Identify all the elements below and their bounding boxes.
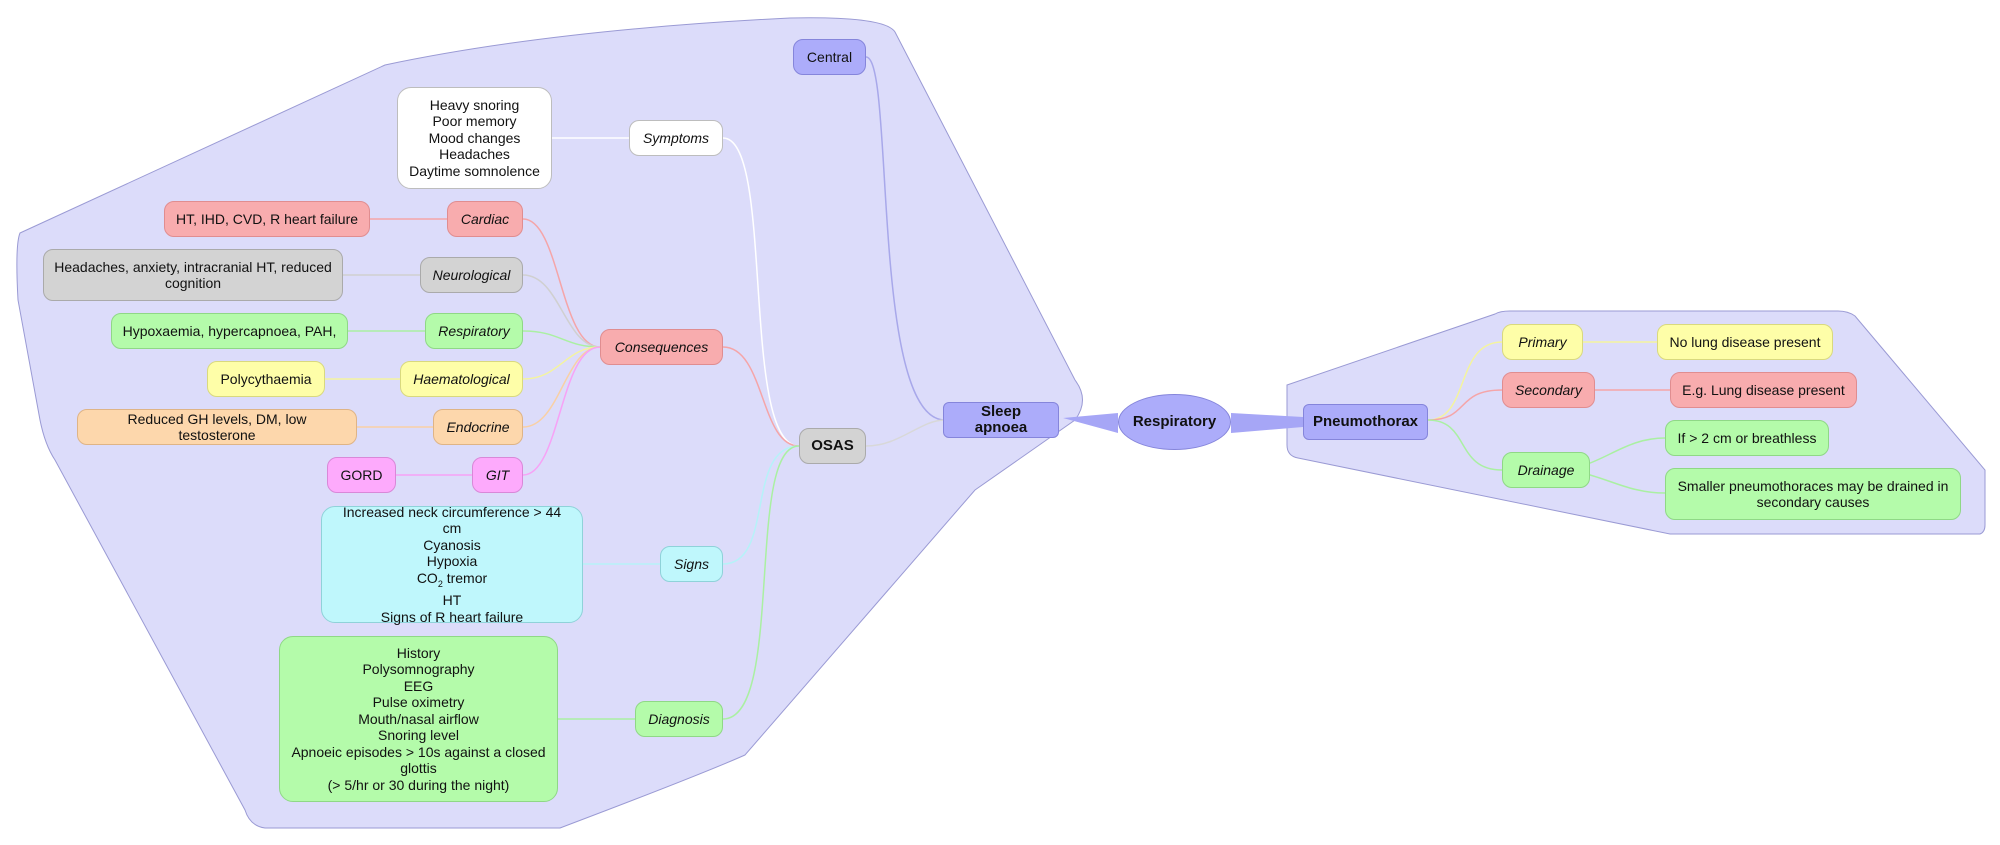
endocrine-detail: Reduced GH levels, DM, low testosterone <box>77 409 357 445</box>
node-drainage[interactable]: Drainage <box>1502 452 1590 488</box>
signs-line-4: CO2 tremor <box>417 570 487 592</box>
signs-line-5: HT <box>442 592 462 609</box>
signs-line-6: Signs of R heart failure <box>380 608 524 625</box>
connector-consequences <box>722 346 800 447</box>
connector-git <box>522 346 601 476</box>
node-primary[interactable]: Primary <box>1502 324 1583 360</box>
cardiac-detail: HT, IHD, CVD, R heart failure <box>164 201 370 237</box>
connector-neurological <box>522 274 601 348</box>
secondary-detail: E.g. Lung disease present <box>1670 372 1857 408</box>
node-haematological[interactable]: Haematological <box>400 361 523 397</box>
root-node-respiratory[interactable]: Respiratory <box>1118 394 1231 450</box>
node-neurological[interactable]: Neurological <box>420 257 523 293</box>
connector-drainage <box>1427 419 1503 471</box>
respiratory-detail: Hypoxaemia, hypercapnoea, PAH, <box>111 313 348 349</box>
symptoms-details: Heavy snoring Poor memory Mood changes H… <box>397 87 552 189</box>
node-git[interactable]: GIT <box>472 457 523 493</box>
node-central[interactable]: Central <box>793 39 866 75</box>
diagnosis-details: History Polysomnography EEG Pulse oximet… <box>279 636 558 802</box>
node-symptoms[interactable]: Symptoms <box>629 120 723 156</box>
neurological-detail: Headaches, anxiety, intracranial HT, red… <box>43 249 343 301</box>
connector-respiratory <box>522 330 601 348</box>
node-diagnosis[interactable]: Diagnosis <box>635 701 723 737</box>
drainage-detail-2: Smaller pneumothoraces may be drained in… <box>1665 468 1961 520</box>
signs-details: Increased neck circumference > 44 cm Cya… <box>321 503 583 625</box>
signs-line-2: Cyanosis <box>423 536 481 553</box>
drainage-detail-1: If > 2 cm or breathless <box>1665 420 1829 456</box>
root-taper-right <box>1231 413 1303 433</box>
node-respiratory[interactable]: Respiratory <box>425 313 523 349</box>
connector-primary <box>1427 341 1503 421</box>
haematological-detail: Polycythaemia <box>207 361 325 397</box>
node-osas[interactable]: OSAS <box>799 428 866 464</box>
signs-line-3: Hypoxia <box>426 553 478 570</box>
primary-detail: No lung disease present <box>1657 324 1833 360</box>
git-detail: GORD <box>327 457 396 493</box>
root-taper-left <box>1063 413 1118 433</box>
node-pneumothorax[interactable]: Pneumothorax <box>1303 404 1428 440</box>
node-consequences[interactable]: Consequences <box>600 329 723 365</box>
connector-cardiac <box>522 218 601 348</box>
node-sleep-apnoea[interactable]: Sleep apnoea <box>943 402 1059 438</box>
signs-line-1: Increased neck circumference > 44 cm <box>342 503 562 537</box>
node-signs[interactable]: Signs <box>660 546 723 582</box>
signs-line-4-subscript: 2 <box>437 578 443 589</box>
connector-diagnosis <box>722 445 800 720</box>
connector-osas <box>865 419 946 447</box>
node-secondary[interactable]: Secondary <box>1502 372 1595 408</box>
signs-line-4-prefix: CO <box>416 569 438 586</box>
connector-haematological <box>522 346 601 380</box>
node-cardiac[interactable]: Cardiac <box>447 201 523 237</box>
connector-symptoms <box>722 137 800 447</box>
connector-signs <box>722 445 800 565</box>
connector-secondary <box>1427 389 1503 421</box>
node-endocrine[interactable]: Endocrine <box>433 409 523 445</box>
connector-central <box>865 56 946 421</box>
signs-line-4-suffix: tremor <box>442 569 488 586</box>
